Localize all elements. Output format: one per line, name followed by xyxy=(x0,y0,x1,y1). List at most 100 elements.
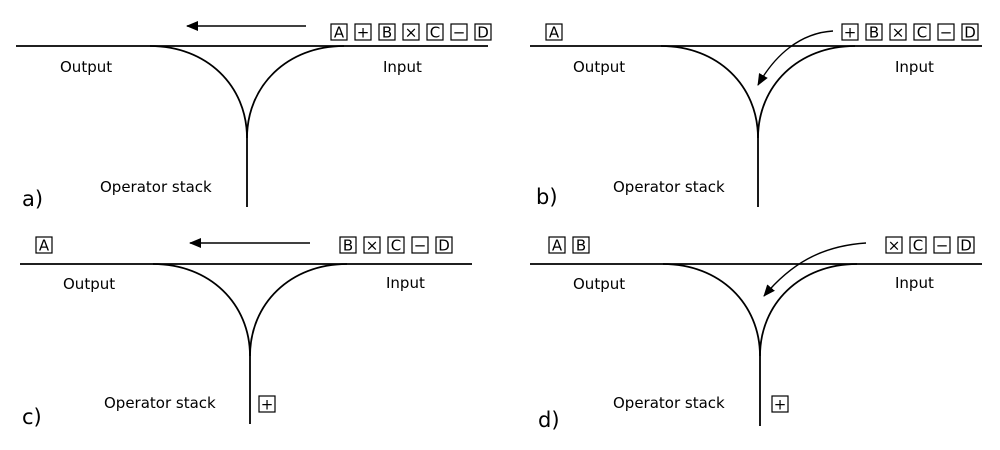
input-label: Input xyxy=(383,58,422,76)
input-token: B xyxy=(378,23,396,42)
operator-stack-label: Operator stack xyxy=(100,178,212,196)
input-curve xyxy=(759,263,858,357)
input-token-box xyxy=(961,23,979,41)
input-token: + xyxy=(841,23,859,42)
push-to-stack-arrow xyxy=(757,30,834,86)
input-token-label: − xyxy=(940,24,953,42)
input-token-box xyxy=(378,23,396,41)
output-token-label: B xyxy=(576,237,586,255)
input-token-box xyxy=(387,236,405,254)
input-label: Input xyxy=(895,274,934,292)
input-token: C xyxy=(913,23,931,42)
input-token-label: − xyxy=(414,237,427,255)
input-token-label: × xyxy=(366,237,379,255)
output-token-label: A xyxy=(552,237,563,255)
input-token: + xyxy=(354,23,372,42)
input-token-box xyxy=(363,236,381,254)
input-token: × xyxy=(889,23,907,42)
input-token: B xyxy=(865,23,883,42)
input-curve xyxy=(249,263,348,357)
operator-stack-label: Operator stack xyxy=(613,394,725,412)
output-token-box xyxy=(572,236,590,254)
input-curve xyxy=(757,45,856,139)
input-token-label: D xyxy=(438,237,450,255)
input-label: Input xyxy=(895,58,934,76)
input-token: C xyxy=(387,236,405,255)
input-token: × xyxy=(363,236,381,255)
input-token: × xyxy=(885,236,903,255)
input-token-box xyxy=(841,23,859,41)
output-curve xyxy=(662,263,761,357)
panel-letter: c) xyxy=(22,405,42,429)
output-curve xyxy=(660,45,759,139)
input-token-box xyxy=(913,23,931,41)
stack-token: + xyxy=(771,395,789,414)
input-token-label: B xyxy=(869,24,879,42)
input-token-label: − xyxy=(453,24,466,42)
input-token-box xyxy=(474,23,492,41)
input-token-box xyxy=(909,236,927,254)
input-token: D xyxy=(435,236,453,255)
input-token-label: C xyxy=(917,24,927,42)
input-token-box xyxy=(411,236,429,254)
input-token-label: C xyxy=(913,237,923,255)
stack-token-box xyxy=(771,395,789,413)
output-token-label: A xyxy=(39,237,50,255)
input-token-box xyxy=(426,23,444,41)
input-token-box xyxy=(435,236,453,254)
input-token: D xyxy=(474,23,492,42)
output-curve xyxy=(152,263,251,357)
stack-token-label: + xyxy=(261,396,274,414)
input-token: A xyxy=(330,23,348,42)
panel-letter: a) xyxy=(22,187,43,211)
input-token: B xyxy=(339,236,357,255)
input-token-label: × xyxy=(405,24,418,42)
input-token-label: + xyxy=(357,24,370,42)
input-token-label: + xyxy=(844,24,857,42)
output-token-box xyxy=(545,23,563,41)
operator-stack-label: Operator stack xyxy=(104,394,216,412)
input-token-box xyxy=(957,236,975,254)
input-token: − xyxy=(937,23,955,42)
panel-letter: b) xyxy=(536,185,558,209)
output-token: B xyxy=(572,236,590,255)
panel-letter: d) xyxy=(538,408,560,432)
input-token: D xyxy=(961,23,979,42)
input-token-box xyxy=(933,236,951,254)
input-token-label: A xyxy=(334,24,345,42)
push-to-stack-arrow xyxy=(763,242,867,297)
output-token: A xyxy=(548,236,566,255)
output-label: Output xyxy=(573,58,625,76)
input-token: C xyxy=(426,23,444,42)
stack-token: + xyxy=(258,395,276,414)
input-token-label: C xyxy=(391,237,401,255)
input-token-label: C xyxy=(430,24,440,42)
input-token-label: D xyxy=(477,24,489,42)
input-token: C xyxy=(909,236,927,255)
input-token: − xyxy=(450,23,468,42)
input-token-label: B xyxy=(343,237,353,255)
output-label: Output xyxy=(60,58,112,76)
input-token-label: × xyxy=(888,237,901,255)
output-token-box xyxy=(548,236,566,254)
input-token-box xyxy=(937,23,955,41)
input-token-box xyxy=(402,23,420,41)
input-token-label: D xyxy=(960,237,972,255)
output-token: A xyxy=(35,236,53,255)
output-curve xyxy=(149,45,248,139)
output-token-label: A xyxy=(549,24,560,42)
input-token-label: − xyxy=(936,237,949,255)
input-token: − xyxy=(933,236,951,255)
input-token: D xyxy=(957,236,975,255)
input-token-label: B xyxy=(382,24,392,42)
output-token: A xyxy=(545,23,563,42)
output-label: Output xyxy=(573,275,625,293)
operator-stack-label: Operator stack xyxy=(613,178,725,196)
output-label: Output xyxy=(63,275,115,293)
input-token-box xyxy=(339,236,357,254)
input-token: × xyxy=(402,23,420,42)
input-token-box xyxy=(865,23,883,41)
